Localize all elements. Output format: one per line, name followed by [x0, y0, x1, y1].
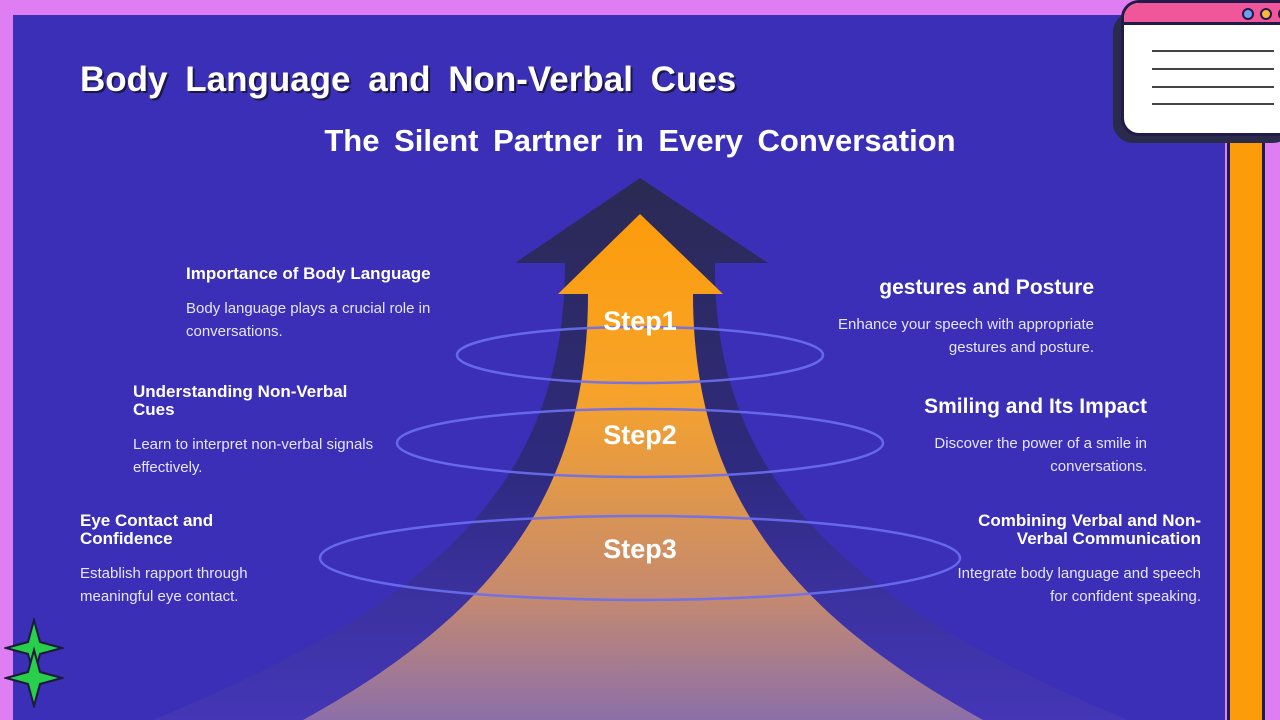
right-item-1: gestures and Posture Enhance your speech… [834, 277, 1094, 359]
sparkle-stars-icon [4, 618, 64, 708]
left-item-3-heading: Eye Contact and Confidence [80, 511, 214, 548]
left-item-3: Eye Contact and Confidence Establish rap… [80, 512, 280, 608]
page-subtitle: The Silent Partner in Every Conversation [324, 123, 956, 158]
left-item-1-heading: Importance of Body Language [186, 264, 431, 283]
window-frame [1121, 0, 1280, 136]
arrow-main-shape [303, 214, 983, 720]
slide-canvas: Body Language and Non-Verbal Cues The Si… [13, 15, 1225, 720]
step-label-2: Step2 [603, 420, 677, 450]
right-item-2: Smiling and Its Impact Discover the powe… [886, 396, 1147, 478]
right-item-3-text: Integrate body language and speech for c… [957, 565, 1201, 605]
step-label-3: Step3 [603, 534, 677, 564]
window-line [1152, 50, 1274, 52]
right-item-3: Combining Verbal and Non-Verbal Communic… [941, 512, 1201, 608]
accent-bar [1227, 135, 1265, 720]
window-line [1152, 103, 1274, 105]
left-item-3-text: Establish rapport through meaningful eye… [80, 565, 248, 605]
window-dot-blue-icon [1242, 8, 1254, 20]
page-title: Body Language and Non-Verbal Cues [80, 60, 737, 99]
browser-window-decoration [1113, 0, 1280, 143]
ring-step2 [395, 407, 885, 479]
left-item-2-text: Learn to interpret non-verbal signals ef… [133, 436, 374, 476]
window-dot-yellow-icon [1260, 8, 1272, 20]
window-line [1152, 86, 1274, 88]
left-item-1: Importance of Body Language Body languag… [186, 265, 446, 343]
left-item-1-text: Body language plays a crucial role in co… [186, 300, 431, 340]
arrow-diagram [153, 178, 1128, 720]
right-item-1-text: Enhance your speech with appropriate ges… [838, 316, 1094, 356]
right-item-3-heading: Combining Verbal and Non-Verbal Communic… [978, 511, 1201, 548]
left-item-2: Understanding Non-Verbal Cues Learn to i… [133, 383, 378, 479]
right-item-2-heading: Smiling and Its Impact [924, 395, 1147, 418]
right-item-2-text: Discover the power of a smile in convers… [934, 435, 1147, 475]
right-item-1-heading: gestures and Posture [879, 276, 1094, 299]
window-line [1152, 68, 1274, 70]
left-item-2-heading: Understanding Non-Verbal Cues [133, 382, 348, 419]
ring-step3 [318, 514, 962, 602]
window-title-bar [1124, 3, 1280, 25]
ring-step1 [455, 325, 825, 385]
step-label-1: Step1 [603, 306, 677, 336]
